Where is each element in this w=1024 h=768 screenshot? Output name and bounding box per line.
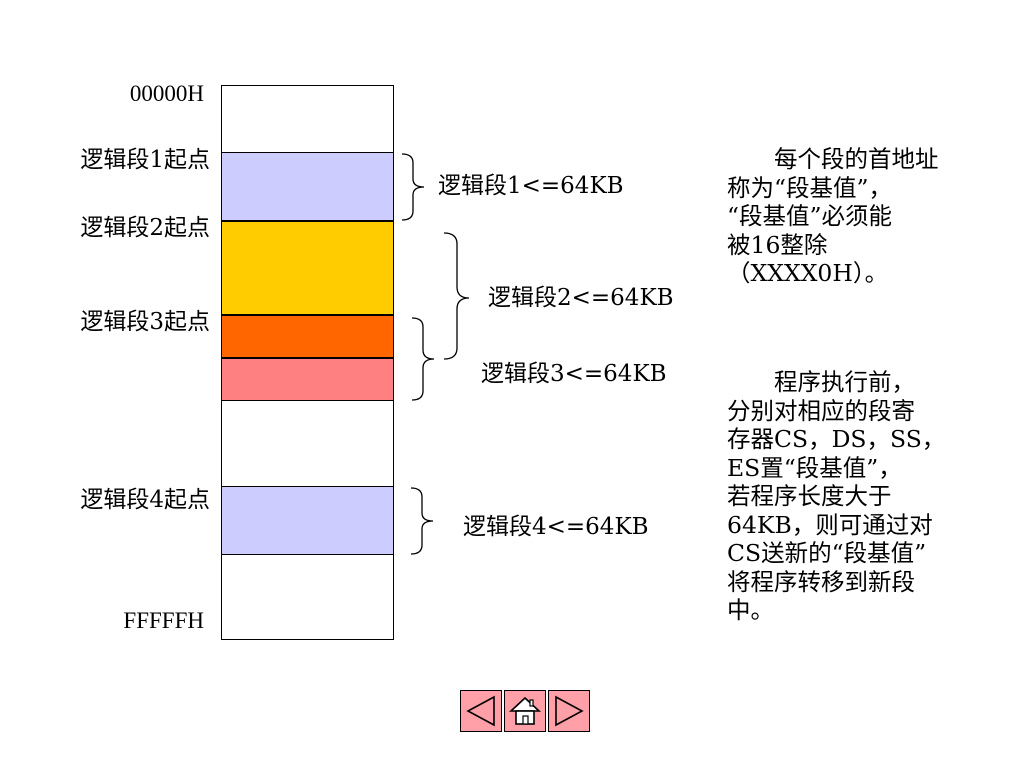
paragraph-line: 存器CS，DS，SS， — [727, 425, 946, 453]
paragraph-line: （XXXX0H）。 — [727, 259, 889, 287]
paragraph-line: 被16整除 — [727, 230, 828, 259]
segment-1-brace — [401, 153, 425, 221]
segment-2-start-label: 逻辑段2起点 — [80, 215, 210, 241]
bottom-address-label: FFFFFH — [123, 608, 204, 633]
segment-2-3-overlap-block — [222, 315, 393, 358]
previous-slide-button[interactable] — [460, 690, 502, 732]
triangle-left-icon — [466, 695, 495, 727]
paragraph-line: ES置“段基值”， — [727, 453, 902, 482]
segment-2-brace — [443, 232, 470, 360]
paragraph-line: “段基值”必须能 — [727, 202, 893, 230]
home-icon — [508, 696, 542, 725]
segment-1-block — [222, 152, 393, 221]
segment-2-block — [222, 221, 393, 315]
segment-4-start-label: 逻辑段4起点 — [80, 487, 210, 513]
paragraph-line: 程序执行前， — [727, 368, 915, 396]
next-slide-button[interactable] — [548, 690, 590, 732]
paragraph-line: 称为“段基值”， — [727, 173, 893, 202]
segment-register-explanation: 程序执行前， 分别对相应的段寄 存器CS，DS，SS， ES置“段基值”， 若程… — [727, 368, 997, 625]
segment-3-brace — [411, 317, 435, 401]
paragraph-line: 每个段的首地址 — [727, 145, 939, 173]
top-address-label: 00000H — [129, 81, 204, 106]
segment-1-size-label: 逻辑段1<=64KB — [438, 173, 624, 199]
segment-3-block — [222, 358, 393, 401]
paragraph-line: 若程序长度大于 — [727, 482, 892, 510]
segment-3-start-label: 逻辑段3起点 — [80, 309, 210, 335]
segment-4-size-label: 逻辑段4<=64KB — [463, 514, 649, 540]
paragraph-line: 分别对相应的段寄 — [727, 396, 915, 425]
segment-2-size-label: 逻辑段2<=64KB — [488, 285, 674, 311]
paragraph-line: CS送新的“段基值” — [727, 539, 927, 567]
segment-1-start-label: 逻辑段1起点 — [80, 147, 210, 173]
segment-3-size-label: 逻辑段3<=64KB — [481, 361, 667, 387]
segment-4-brace — [410, 487, 434, 555]
paragraph-line: 64KB，则可通过对 — [727, 510, 933, 539]
memory-column — [221, 85, 394, 640]
segment-base-explanation: 每个段的首地址 称为“段基值”， “段基值”必须能 被16整除 （XXXX0H）… — [727, 145, 997, 288]
segment-4-block — [222, 486, 393, 555]
triangle-right-icon — [555, 695, 584, 727]
home-button[interactable] — [504, 690, 546, 732]
paragraph-line: 将程序转移到新段 — [727, 567, 915, 596]
paragraph-line: 中。 — [727, 596, 774, 624]
slide-navigation — [460, 690, 590, 734]
